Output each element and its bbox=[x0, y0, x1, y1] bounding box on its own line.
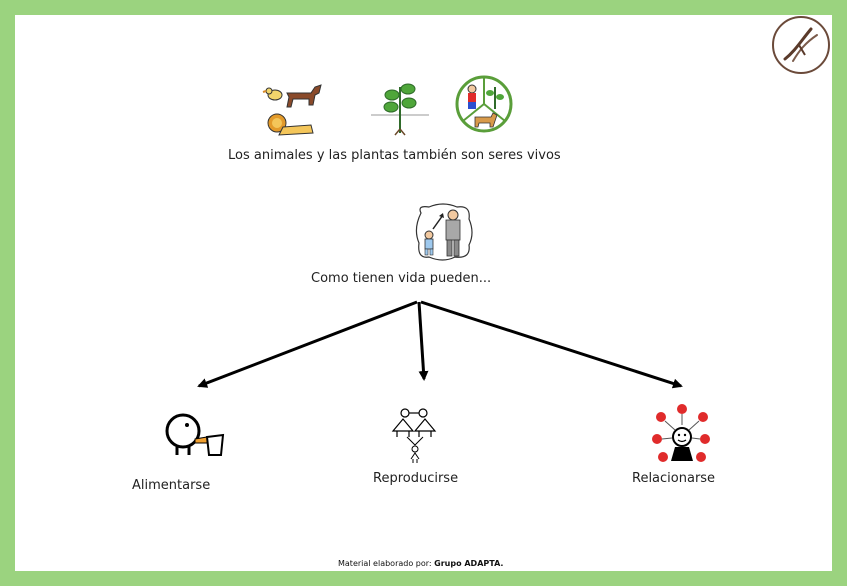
middle-caption: Como tienen vida pueden... bbox=[311, 271, 492, 286]
growth-icon bbox=[415, 203, 473, 261]
top-caption: Los animales y las plantas también son s… bbox=[228, 148, 561, 163]
arrow-to-relacionarse bbox=[420, 300, 683, 389]
branch-label-reproducirse: Reproducirse bbox=[373, 471, 459, 486]
branch-label-alimentarse: Alimentarse bbox=[132, 478, 211, 493]
living-beings-icon bbox=[455, 75, 513, 133]
eating-icon bbox=[165, 413, 225, 456]
social-icon bbox=[652, 404, 710, 462]
footer-prefix: Material elaborado por: bbox=[338, 559, 435, 568]
reproduction-icon bbox=[391, 408, 437, 463]
arrow-to-reproducirse bbox=[417, 301, 429, 381]
branch-arrows bbox=[197, 300, 683, 389]
branch-label-relacionarse: Relacionarse bbox=[632, 471, 716, 486]
arrow-to-alimentarse bbox=[197, 300, 418, 388]
animals-icon bbox=[262, 84, 322, 136]
plant-icon bbox=[371, 83, 429, 136]
footer-author: Grupo ADAPTA. bbox=[434, 559, 504, 568]
adapta-logo-icon bbox=[772, 16, 830, 74]
footer-credit: Material elaborado por: Grupo ADAPTA. bbox=[338, 559, 503, 568]
worksheet-page: Los animales y las plantas también son s… bbox=[15, 15, 832, 571]
